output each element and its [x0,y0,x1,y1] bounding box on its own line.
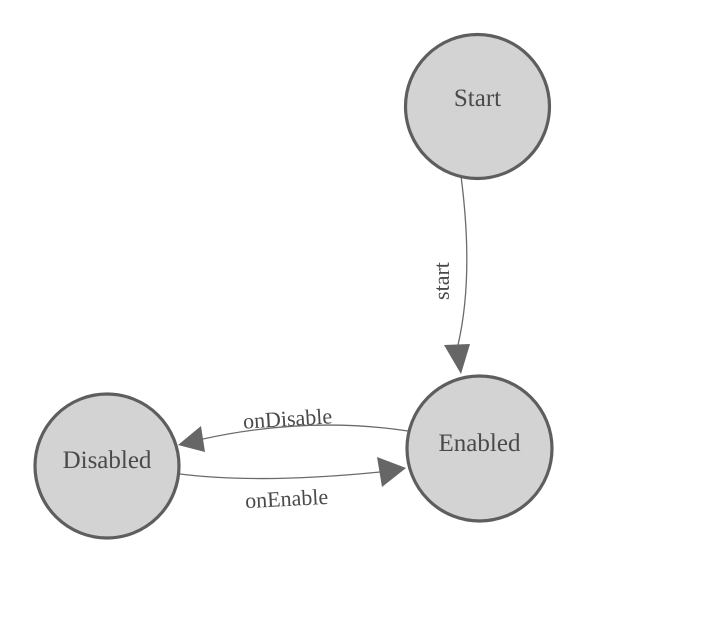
edge-onenable [179,471,381,480]
enabled-node-label: Enabled [439,430,521,457]
edge-label-start: start [429,262,454,300]
node-layer: Start Enabled Disabled [33,32,554,540]
edge-start-arrowhead-icon [444,344,470,374]
start-node-label: Start [454,85,501,112]
edge-label-onenable: onEnable [244,484,328,513]
edge-ondisable-arrowhead-icon [178,426,205,452]
edge-layer [178,175,470,487]
start-node[interactable] [403,32,552,181]
edge-onenable-arrowhead-icon [377,457,406,487]
edge-start [457,175,468,346]
edge-label-layer: start onDisable onEnable [242,262,454,513]
edge-ondisable [202,424,409,440]
enabled-node[interactable] [405,374,554,523]
disabled-node[interactable] [33,392,181,540]
edge-label-ondisable: onDisable [242,403,333,433]
disabled-node-label: Disabled [63,447,152,474]
